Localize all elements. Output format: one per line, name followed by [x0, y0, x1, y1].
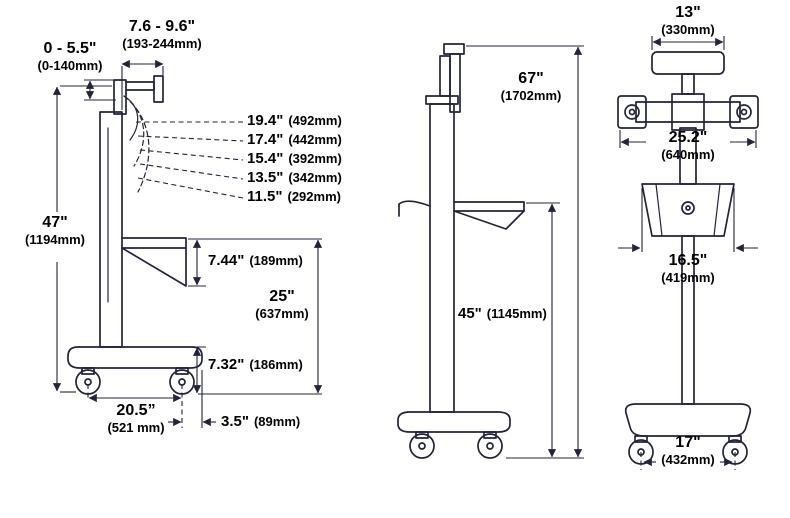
side-view-drawing — [52, 59, 323, 428]
dim-base-height: 7.32" (186mm) — [208, 356, 303, 373]
dim-base-width-in: 17" — [675, 434, 701, 451]
shelf-height-in: 13.5" — [247, 169, 284, 186]
dim-crossbar-width-in: 25.2" — [668, 129, 708, 146]
dim-base-height-mm: (186mm) — [249, 357, 303, 372]
shelf-height-mm: (292mm) — [287, 189, 341, 204]
shelf-height-option: 13.5" (342mm) — [247, 169, 342, 188]
dim-display-width-in: 13" — [675, 4, 701, 21]
shelf-height-in: 15.4" — [247, 150, 284, 167]
dim-overall-height-side-mm: (1194mm) — [25, 232, 85, 247]
dim-base-depth-in: 20.5” — [116, 402, 156, 419]
shelf-height-option: 11.5" (292mm) — [247, 188, 342, 207]
shelf-height-mm: (492mm) — [288, 113, 342, 128]
dim-display-width: 13" (330mm) — [653, 4, 723, 37]
dim-rear-offset: 3.5" (89mm) — [221, 413, 300, 430]
shelf-height-options: 19.4" (492mm) 17.4" (442mm) 15.4" (392mm… — [247, 112, 342, 207]
dim-worksurface-height-side-in: 25" — [269, 288, 295, 305]
dim-bracket-width: 16.5" (419mm) — [650, 252, 726, 285]
dim-base-height-in: 7.32" — [208, 356, 245, 373]
dim-base-width: 17" (432mm) — [657, 434, 719, 467]
shelf-height-mm: (442mm) — [288, 132, 342, 147]
shelf-height-in: 17.4" — [247, 131, 284, 148]
dim-worksurface-height-profile-mm: (1145mm) — [486, 306, 547, 321]
shelf-height-mm: (392mm) — [288, 151, 342, 166]
dim-worksurface-height-side: 25" (637mm) — [250, 288, 314, 321]
dim-tray-depth-mm: (189mm) — [249, 253, 303, 268]
dim-worksurface-height-profile-in: 45" — [458, 305, 482, 322]
dim-riser-travel-in: 0 - 5.5" — [43, 40, 97, 57]
shelf-height-mm: (342mm) — [288, 170, 342, 185]
dim-overall-height-side: 47" (1194mm) — [14, 214, 96, 247]
dim-rear-offset-mm: (89mm) — [253, 414, 301, 429]
dim-bracket-width-in: 16.5" — [668, 252, 708, 269]
dim-worksurface-height-side-mm: (637mm) — [255, 306, 309, 321]
profile-view-drawing — [397, 43, 584, 459]
dim-bracket-width-mm: (419mm) — [661, 270, 715, 285]
dim-display-width-mm: (330mm) — [661, 22, 715, 37]
dim-overall-height-profile-in: 67" — [518, 70, 544, 87]
dim-tray-depth-in: 7.44" — [208, 252, 245, 269]
dim-crossbar-width: 25.2" (640mm) — [650, 129, 726, 162]
dim-overall-height-profile: 67" (1702mm) — [498, 70, 564, 103]
dim-base-depth: 20.5” (521 mm) — [99, 402, 173, 435]
dim-riser-travel: 0 - 5.5" (0-140mm) — [28, 40, 112, 73]
dim-base-depth-mm: (521 mm) — [107, 420, 165, 435]
dim-overall-height-profile-mm: (1702mm) — [500, 88, 562, 103]
dim-worksurface-height-profile: 45" (1145mm) — [458, 305, 547, 322]
shelf-height-option: 15.4" (392mm) — [247, 150, 342, 169]
dim-arm-reach-in: 7.6 - 9.6" — [128, 18, 196, 35]
shelf-height-in: 19.4" — [247, 112, 284, 129]
dim-arm-reach: 7.6 - 9.6" (193-244mm) — [112, 18, 212, 51]
dim-overall-height-side-in: 47" — [42, 214, 68, 231]
dim-arm-reach-mm: (193-244mm) — [122, 36, 202, 51]
dim-riser-travel-mm: (0-140mm) — [37, 58, 103, 73]
shelf-height-option: 17.4" (442mm) — [247, 131, 342, 150]
shelf-height-option: 19.4" (492mm) — [247, 112, 342, 131]
front-view-drawing — [617, 36, 759, 470]
dim-crossbar-width-mm: (640mm) — [661, 147, 715, 162]
shelf-height-in: 11.5" — [247, 188, 283, 205]
dim-tray-depth: 7.44" (189mm) — [208, 252, 303, 269]
dim-base-width-mm: (432mm) — [661, 452, 715, 467]
dim-rear-offset-in: 3.5" — [221, 413, 249, 430]
